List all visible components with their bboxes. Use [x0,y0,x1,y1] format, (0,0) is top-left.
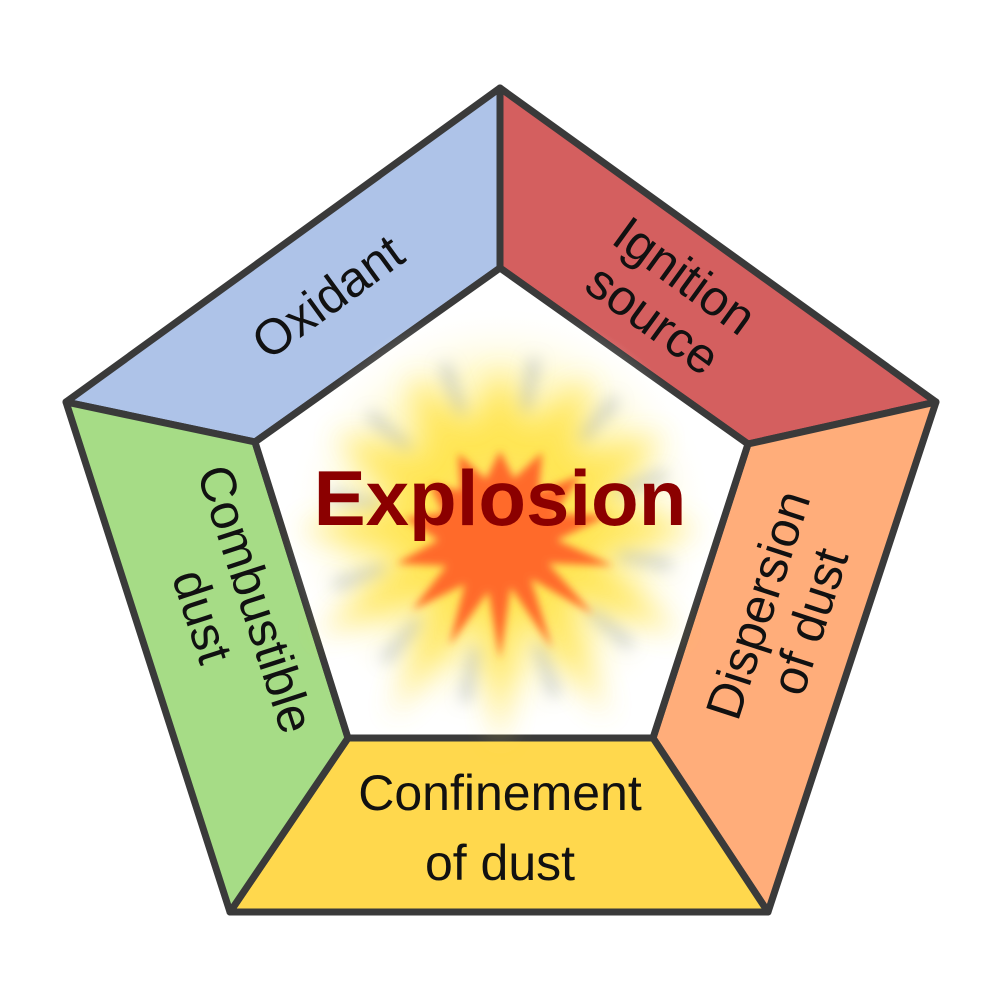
burst-ray [327,490,384,512]
explosion-burst-icon [285,305,715,749]
burst-ray [460,646,482,703]
center-title: Explosion [314,454,687,542]
burst-ray [439,362,467,418]
burst-ray [533,642,561,698]
burst-ray [612,469,668,497]
burst-ray [332,563,388,591]
burst-ray [365,410,414,455]
burst-ray [616,548,673,570]
burst-ray [518,357,540,414]
burst-ray [380,616,425,665]
burst-ray [586,605,635,650]
burst-ray [575,395,620,444]
confinement-label-line2: of dust [425,835,575,891]
confinement-label-line1: Confinement [358,765,642,821]
